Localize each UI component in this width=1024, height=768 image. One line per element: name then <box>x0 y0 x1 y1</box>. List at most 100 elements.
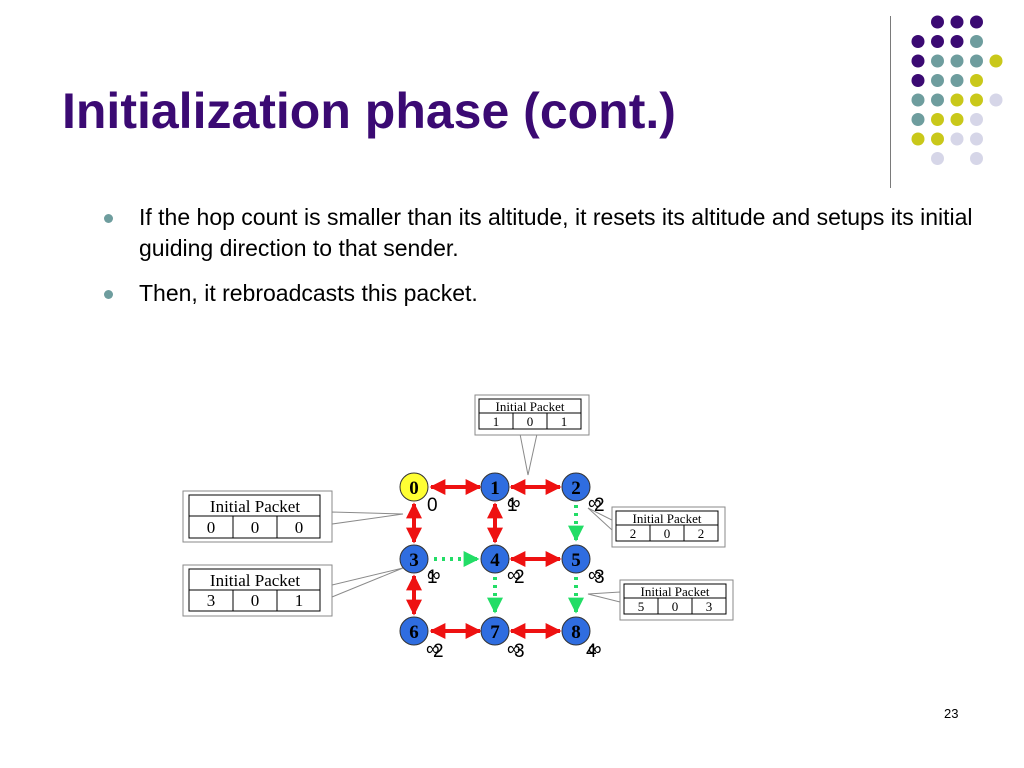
node-4: 4 <box>480 544 510 574</box>
node-2-altitude: 2 <box>594 495 605 516</box>
header-divider-line <box>890 16 891 188</box>
node-label: 0 <box>409 478 419 499</box>
node-3-altitude: 1 <box>427 567 438 588</box>
infinity-symbol: ∞ <box>427 565 441 586</box>
callout-pointers <box>331 433 621 603</box>
decorative-dot-grid <box>911 15 1003 165</box>
node-7-altitude: 3 <box>514 641 525 662</box>
decorative-dot <box>950 35 964 48</box>
decorative-dot <box>970 113 983 126</box>
bullet-dot-icon <box>104 214 113 223</box>
packet-value: 0 <box>664 526 671 541</box>
packet-value: 2 <box>698 526 705 541</box>
decorative-dot <box>911 132 925 146</box>
infinity-symbol: ∞ <box>507 565 521 586</box>
packet-title: Initial Packet <box>633 511 702 526</box>
packet-value: 0 <box>251 591 260 610</box>
packet-value: 0 <box>251 518 260 537</box>
node-2: 2 <box>561 472 591 502</box>
decorative-dot <box>970 54 983 68</box>
decorative-dot <box>931 152 944 165</box>
decorative-dot <box>911 93 925 107</box>
packet-callout-000: Initial Packet 0 0 0 <box>182 490 333 543</box>
decorative-dot <box>950 74 964 87</box>
packet-value: 2 <box>630 526 637 541</box>
node-1-altitude: 1 <box>507 495 518 516</box>
bullet-item: If the hop count is smaller than its alt… <box>103 202 983 264</box>
bullet-dot-icon <box>104 290 113 299</box>
node-0: 0 <box>399 472 429 502</box>
decorative-dot <box>911 113 925 126</box>
decorative-dot <box>970 152 983 165</box>
packet-title: Initial Packet <box>496 399 565 414</box>
packet-callout-202: Initial Packet 2 0 2 <box>611 506 726 548</box>
decorative-dot <box>911 35 925 48</box>
packet-value: 0 <box>672 599 679 614</box>
altitude-labels: 0 ∞ 1 ∞ 2 ∞ 1 ∞ 2 ∞ 3 ∞ 2 ∞ 3 ∞ 4 <box>426 493 605 662</box>
packet-title: Initial Packet <box>641 584 710 599</box>
decorative-dot <box>970 132 983 146</box>
node-label: 2 <box>571 478 581 499</box>
decorative-dot <box>931 15 944 29</box>
packet-value: 3 <box>207 591 216 610</box>
node-label: 7 <box>490 622 500 643</box>
decorative-dot <box>931 74 944 87</box>
node-label: 6 <box>409 622 419 643</box>
callout-pointer-packet-000 <box>331 511 404 525</box>
bullet-list: If the hop count is smaller than its alt… <box>103 202 983 323</box>
decorative-dot <box>950 54 964 68</box>
node-3: 3 <box>399 544 429 574</box>
decorative-dot <box>970 35 983 48</box>
node-8: 8 <box>561 616 591 646</box>
packet-value: 1 <box>561 414 568 429</box>
packet-value: 1 <box>493 414 500 429</box>
packet-value: 0 <box>295 518 304 537</box>
node-5-altitude: 3 <box>594 567 605 588</box>
node-label: 5 <box>571 550 581 571</box>
decorative-dot <box>931 54 944 68</box>
bullet-text: If the hop count is smaller than its alt… <box>139 204 973 261</box>
infinity-symbol: ∞ <box>426 639 440 660</box>
decorative-dot <box>970 74 983 87</box>
node-6-altitude: 2 <box>433 641 444 662</box>
packet-value: 5 <box>638 599 645 614</box>
bullet-text: Then, it rebroadcasts this packet. <box>139 280 478 306</box>
decorative-dot <box>931 35 944 48</box>
node-8-altitude: 4 <box>586 641 597 662</box>
slide-title: Initialization phase (cont.) <box>62 83 676 139</box>
slide-number: 23 <box>944 706 959 721</box>
node-label: 1 <box>490 478 500 499</box>
decorative-dot <box>989 93 1003 107</box>
callout-pointer-packet-503 <box>587 591 621 603</box>
decorative-dot <box>931 113 944 126</box>
callout-pointer-packet-101 <box>519 433 538 476</box>
callout-pointer-packet-301 <box>331 567 404 598</box>
green-edges <box>434 505 584 614</box>
packet-title: Initial Packet <box>210 571 300 590</box>
node-0-altitude: 0 <box>427 495 438 516</box>
decorative-dot <box>950 132 964 146</box>
node-label: 4 <box>490 550 500 571</box>
decorative-dot <box>950 93 964 107</box>
decorative-dot <box>970 15 983 29</box>
decorative-dot <box>931 93 944 107</box>
decorative-dot <box>989 54 1003 68</box>
node-label: 8 <box>571 622 581 643</box>
packet-title: Initial Packet <box>210 497 300 516</box>
packet-callout-503: Initial Packet 5 0 3 <box>619 579 734 621</box>
packet-value: 0 <box>527 414 534 429</box>
decorative-dot <box>950 15 964 29</box>
node-1: 1 <box>480 472 510 502</box>
infinity-symbol: ∞ <box>588 565 602 586</box>
infinity-symbol: ∞ <box>588 493 602 514</box>
decorative-dot <box>911 54 925 68</box>
node-5: 5 <box>561 544 591 574</box>
packet-callout-101: Initial Packet 1 0 1 <box>474 394 590 436</box>
node-6: 6 <box>399 616 429 646</box>
decorative-dot <box>970 93 983 107</box>
packet-value: 1 <box>295 591 304 610</box>
decorative-dot <box>931 132 944 146</box>
packet-callout-301: Initial Packet 3 0 1 <box>182 564 333 617</box>
decorative-dot <box>950 113 964 126</box>
